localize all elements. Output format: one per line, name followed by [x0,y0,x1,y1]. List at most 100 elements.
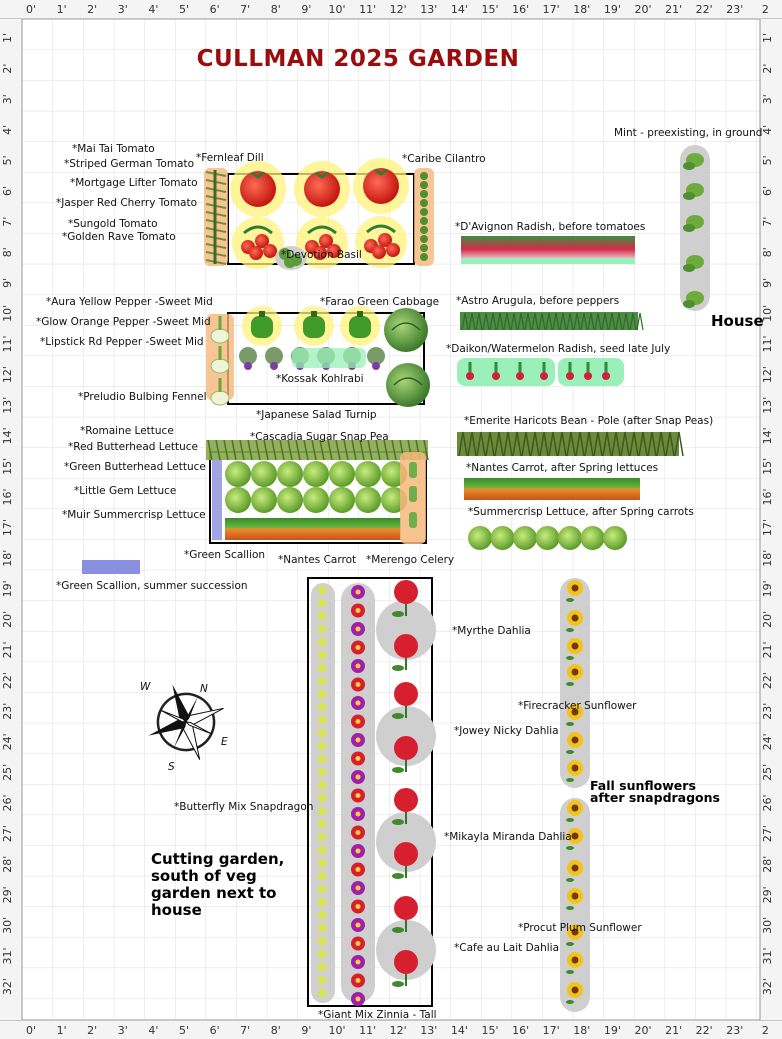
radish-icon [540,372,548,380]
pepper-bed[interactable] [206,306,430,407]
lettuce-icon [277,487,303,513]
ruler-tick-label: 11' [359,1024,376,1037]
fennel-icon [210,316,230,406]
ruler-tick-label: 32' [761,978,774,995]
ruler-tick-label: 5' [179,1024,189,1037]
label-mint: Mint - preexisting, in ground [614,127,762,139]
sunflower-leaf [566,656,574,660]
cilantro-leaf [420,235,428,243]
ruler-tick-label: 30' [1,917,14,934]
cherry-tomato-icon [327,244,341,258]
label-farao-cabbage: *Farao Green Cabbage [320,296,439,308]
bean-leaf [503,431,513,457]
cilantro-icon [420,172,428,261]
ruler-tick-label: 8' [761,247,774,257]
ruler-tick-label: 6' [761,186,774,196]
zinnia-center [355,663,361,669]
dahlia-icon [394,580,418,604]
summercrisp-row [468,526,627,550]
compass-rose-icon [148,684,224,760]
label-jasper: *Jasper Red Cherry Tomato [56,197,197,209]
ruler-tick-label: 18' [761,550,774,567]
cilantro-leaf [420,181,428,189]
scallion-succession-row [82,560,140,574]
label-golden-rave: *Golden Rave Tomato [62,231,176,243]
pea-tick [287,439,293,461]
ruler-tick-label: 2' [87,3,97,16]
cutting-garden-bed[interactable] [307,577,436,1007]
ruler-tick-label: 27' [761,825,774,842]
zinnia-center [355,793,361,798]
snapdragon-icon [317,949,327,959]
label-merengo-celery: *Merengo Celery [366,554,454,566]
label-cutting-1: Cutting garden, [151,850,284,868]
bean-leaf [557,431,567,457]
snapdragon-icon [317,598,327,608]
pea-tick [207,439,213,461]
zinnia-center [355,737,361,743]
ruler-tick-label: 23' [1,703,14,720]
mint-leaf [683,264,695,272]
ruler-tick-label: 15' [481,3,498,16]
snapdragon-icon [317,910,327,920]
snapdragon-icon [317,793,327,803]
pea-tick [239,439,245,461]
label-cafe-au-lait: *Cafe au Lait Dahlia [454,942,559,954]
kohlrabi-icon [239,347,257,365]
arugula-leaf [601,312,609,331]
ruler-tick-label: 8' [1,247,14,257]
ruler-tick-label: 11' [761,335,774,352]
cabbage-vein [393,377,423,386]
lettuce-icon [277,461,303,487]
bean-leaf [638,431,648,457]
pepper-stem [311,311,317,317]
tomato-stem [315,171,329,179]
sunflower-leaf [566,818,574,822]
ruler-tick-label: 9' [761,278,774,288]
dahlia-leaf [392,981,404,987]
zinnia-center [355,996,361,1002]
tomato-bed[interactable] [204,158,434,270]
pea-tick [335,439,341,461]
pea-tick [255,439,261,461]
pea-tick [423,439,429,461]
bean-leaf [620,431,630,457]
snapdragon-icon [317,858,327,868]
right-ruler: 1'2'3'4'5'6'7'8'9'10'11'12'13'14'15'16'1… [759,19,782,1020]
ruler-tick-label: 28' [1,856,14,873]
arugula-leaf [545,312,553,331]
ruler-tick-label: 22' [1,672,14,689]
lettuce-bed[interactable] [206,439,429,544]
zinnia-center [355,922,361,928]
radish-icon [566,372,574,380]
bean-leaf [458,431,468,457]
sunflower-row-1 [560,578,590,788]
ruler-tick-label: 30' [761,917,774,934]
lettuce-icon [251,461,277,487]
label-green-scallion: *Green Scallion [184,549,265,561]
dahlia-leaf [392,927,404,933]
label-lipstick-pepper: *Lipstick Rd Pepper -Sweet Mid [40,336,204,348]
arugula-leaf [622,312,630,331]
cherry-tomato-icon [386,243,400,257]
zinnia-center [355,700,361,706]
zinnia-center [355,848,361,854]
ruler-tick-label: 16' [512,1024,529,1037]
snapdragon-icon [317,832,327,842]
ruler-tick-label: 7' [1,217,14,227]
bottom-ruler: 0'1'2'3'4'5'6'7'8'9'10'11'12'13'14'15'16… [0,1019,782,1039]
zinnia-center [355,830,361,835]
fennel-bulb [210,328,230,344]
label-striped-german: *Striped German Tomato [64,158,194,170]
ruler-tick-label: 22' [696,1024,713,1037]
compass-n: N [200,683,208,695]
ruler-tick-label: 8' [271,1024,281,1037]
ruler-tick-label: 1' [57,1024,67,1037]
sunflower-leaf [566,628,574,632]
label-fall-sunflowers-2: after snapdragons [590,790,720,805]
snapdragon-icon [317,897,327,907]
arugula-leaf [580,312,588,331]
cherry-tomato-icon [263,244,277,258]
pepper-icon [251,316,273,338]
lettuce-icon [603,526,627,550]
